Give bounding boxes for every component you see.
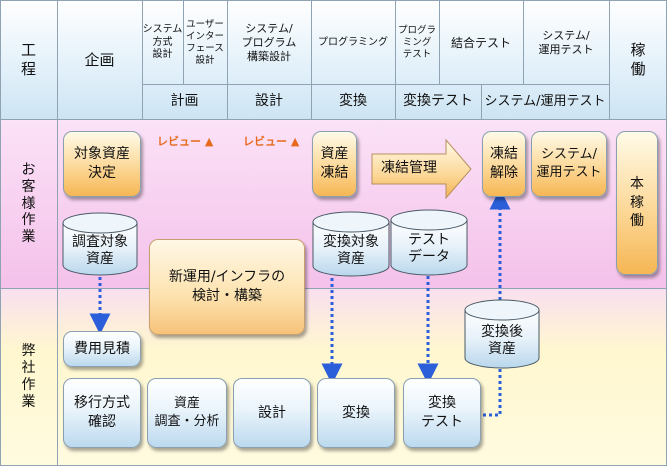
header-kotei: 工 程 xyxy=(20,41,36,78)
phase-keikaku: 計画 xyxy=(170,93,199,110)
header-step-ketsugo-test: 結合テスト xyxy=(450,35,511,50)
cylinder-chosa-taisho xyxy=(62,212,138,276)
box-sekkei: 設計 xyxy=(233,378,311,448)
header-step-programming: プログラミング xyxy=(318,36,388,48)
header-step-ui-sekkei: ユーザー インター フェース 設計 xyxy=(185,19,224,66)
box-honkado: 本 稼 働 xyxy=(616,131,658,275)
border-left xyxy=(0,0,1,466)
cylinder-test-data xyxy=(390,209,468,276)
cylinder-label-test-data: テスト データ xyxy=(408,231,450,266)
phase-sekkei: 設計 xyxy=(255,93,283,110)
header-mid-line xyxy=(142,84,609,85)
box-henkan: 変換 xyxy=(317,378,395,448)
cylinder-henkan-taisho xyxy=(312,211,390,277)
step-line-4 xyxy=(395,0,396,120)
label-touketsu-kanri: 凍結管理 xyxy=(381,160,437,177)
header-kikaku: 企画 xyxy=(84,50,115,69)
cylinder-label-henkango: 変換後 資産 xyxy=(481,323,523,358)
label-column-line xyxy=(57,0,58,466)
step-line-3 xyxy=(311,0,312,120)
big-arrow-touketsu-kanri xyxy=(371,138,472,200)
header-band xyxy=(0,0,667,120)
header-bottom-line xyxy=(0,119,667,120)
box-taisho-shisan-kettei: 対象資産 決定 xyxy=(63,131,141,197)
header-kado: 稼 働 xyxy=(630,41,646,78)
step-line-1 xyxy=(183,0,184,84)
step-line-5 xyxy=(439,0,440,84)
box-system-unyo-test: システム/ 運用テスト xyxy=(531,131,607,197)
box-shisan-chosa-bunseki: 資産 調査・分析 xyxy=(147,378,227,448)
box-shin-unyo-infra: 新運用/インフラの 検討・構築 xyxy=(149,239,305,335)
box-touketsu-kaijo: 凍結 解除 xyxy=(482,131,526,197)
step-line-2 xyxy=(227,0,228,120)
phase-henkan: 変換 xyxy=(339,93,367,110)
box-hiyo-mitsumori: 費用見積 xyxy=(63,331,141,367)
box-shisan-touketsu: 資産 凍結 xyxy=(312,131,357,197)
header-step-kochiku-sekkei: システム/ プログラム 構築設計 xyxy=(241,22,297,63)
header-step-programming-test: プログラ ミング テスト xyxy=(397,25,436,60)
cylinder-label-henkan-taisho: 変換対象 資産 xyxy=(323,233,379,268)
header-step-system-hoshiki: システム 方式 設計 xyxy=(142,24,183,61)
lane-divider-line xyxy=(0,288,667,289)
box-henkan-test: 変換 テスト xyxy=(403,378,481,448)
cylinder-henkango xyxy=(464,299,540,369)
box-iko-hoshiki: 移行方式 確認 xyxy=(63,378,141,448)
phase-henkan-test: 変換テスト xyxy=(403,93,473,110)
lane-label-customer: お 客 様 作 業 xyxy=(21,162,36,246)
kikaku-column-line xyxy=(142,0,143,120)
kado-column-line xyxy=(609,0,610,120)
cylinder-label-chosa-taisho: 調査対象 資産 xyxy=(72,233,128,268)
review-marker-2: レビュー ▲ xyxy=(243,135,300,148)
lane-label-vendor: 弊 社 作 業 xyxy=(21,343,36,410)
phase-system-test: システム/運用テスト xyxy=(484,93,606,109)
header-step-system-test: システム/ 運用テスト xyxy=(538,29,594,56)
review-marker-1: レビュー ▲ xyxy=(157,135,214,148)
step-line-6 xyxy=(523,0,524,84)
phase-line-5 xyxy=(481,84,482,120)
border-top xyxy=(0,0,667,1)
